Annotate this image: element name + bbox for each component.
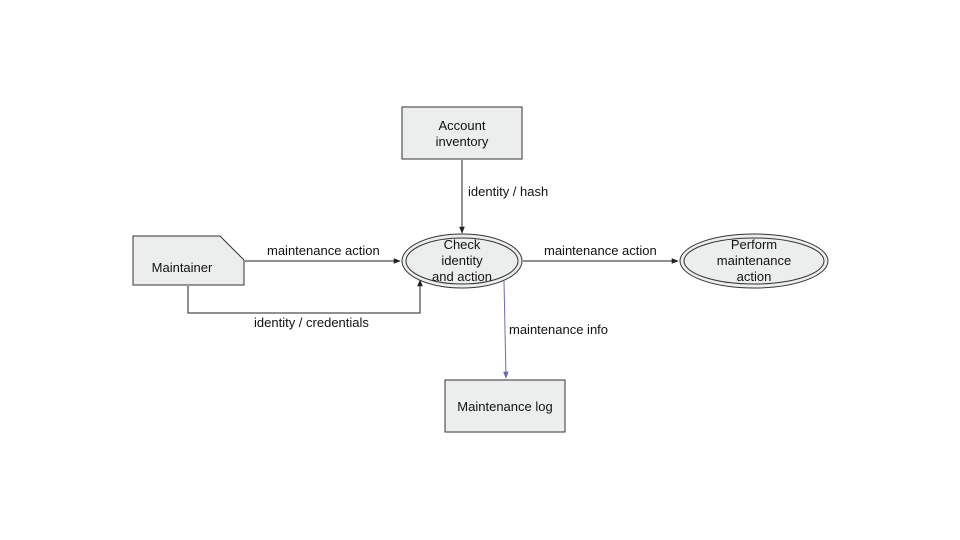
edge-inventory-to-check: identity / hash [459, 160, 548, 234]
edge-label-maintenance-action-out: maintenance action [544, 243, 657, 258]
edge-check-to-log: maintenance info [503, 280, 608, 379]
edge-label-maintenance-info: maintenance info [509, 322, 608, 337]
node-label-line: inventory [436, 134, 489, 149]
edge-label-identity-hash: identity / hash [468, 184, 548, 199]
node-maintainer: Maintainer [132, 235, 245, 286]
edge-label-identity-credentials: identity / credentials [254, 315, 369, 330]
edge-label-maintenance-action-in: maintenance action [267, 243, 380, 258]
node-label-line: Maintenance log [457, 399, 552, 414]
node-label-line: maintenance [717, 253, 791, 268]
node-label-line: action [737, 269, 772, 284]
node-label-line: Check [444, 237, 481, 252]
node-label-line: identity [441, 253, 483, 268]
node-label-line: Maintainer [152, 260, 213, 275]
node-label-line: Perform [731, 237, 777, 252]
node-label-line: Account [439, 118, 486, 133]
edge-check-to-perform: maintenance action [523, 243, 679, 264]
edge-maintainer-to-check: maintenance action [245, 243, 401, 264]
node-perform-maintenance: Perform maintenance action [679, 233, 829, 289]
edge-maintainer-credentials: identity / credentials [187, 279, 423, 330]
node-maintenance-log: Maintenance log [444, 379, 566, 433]
node-account-inventory: Account inventory [401, 106, 523, 160]
node-label-line: and action [432, 269, 492, 284]
node-check-identity: Check identity and action [401, 233, 523, 289]
